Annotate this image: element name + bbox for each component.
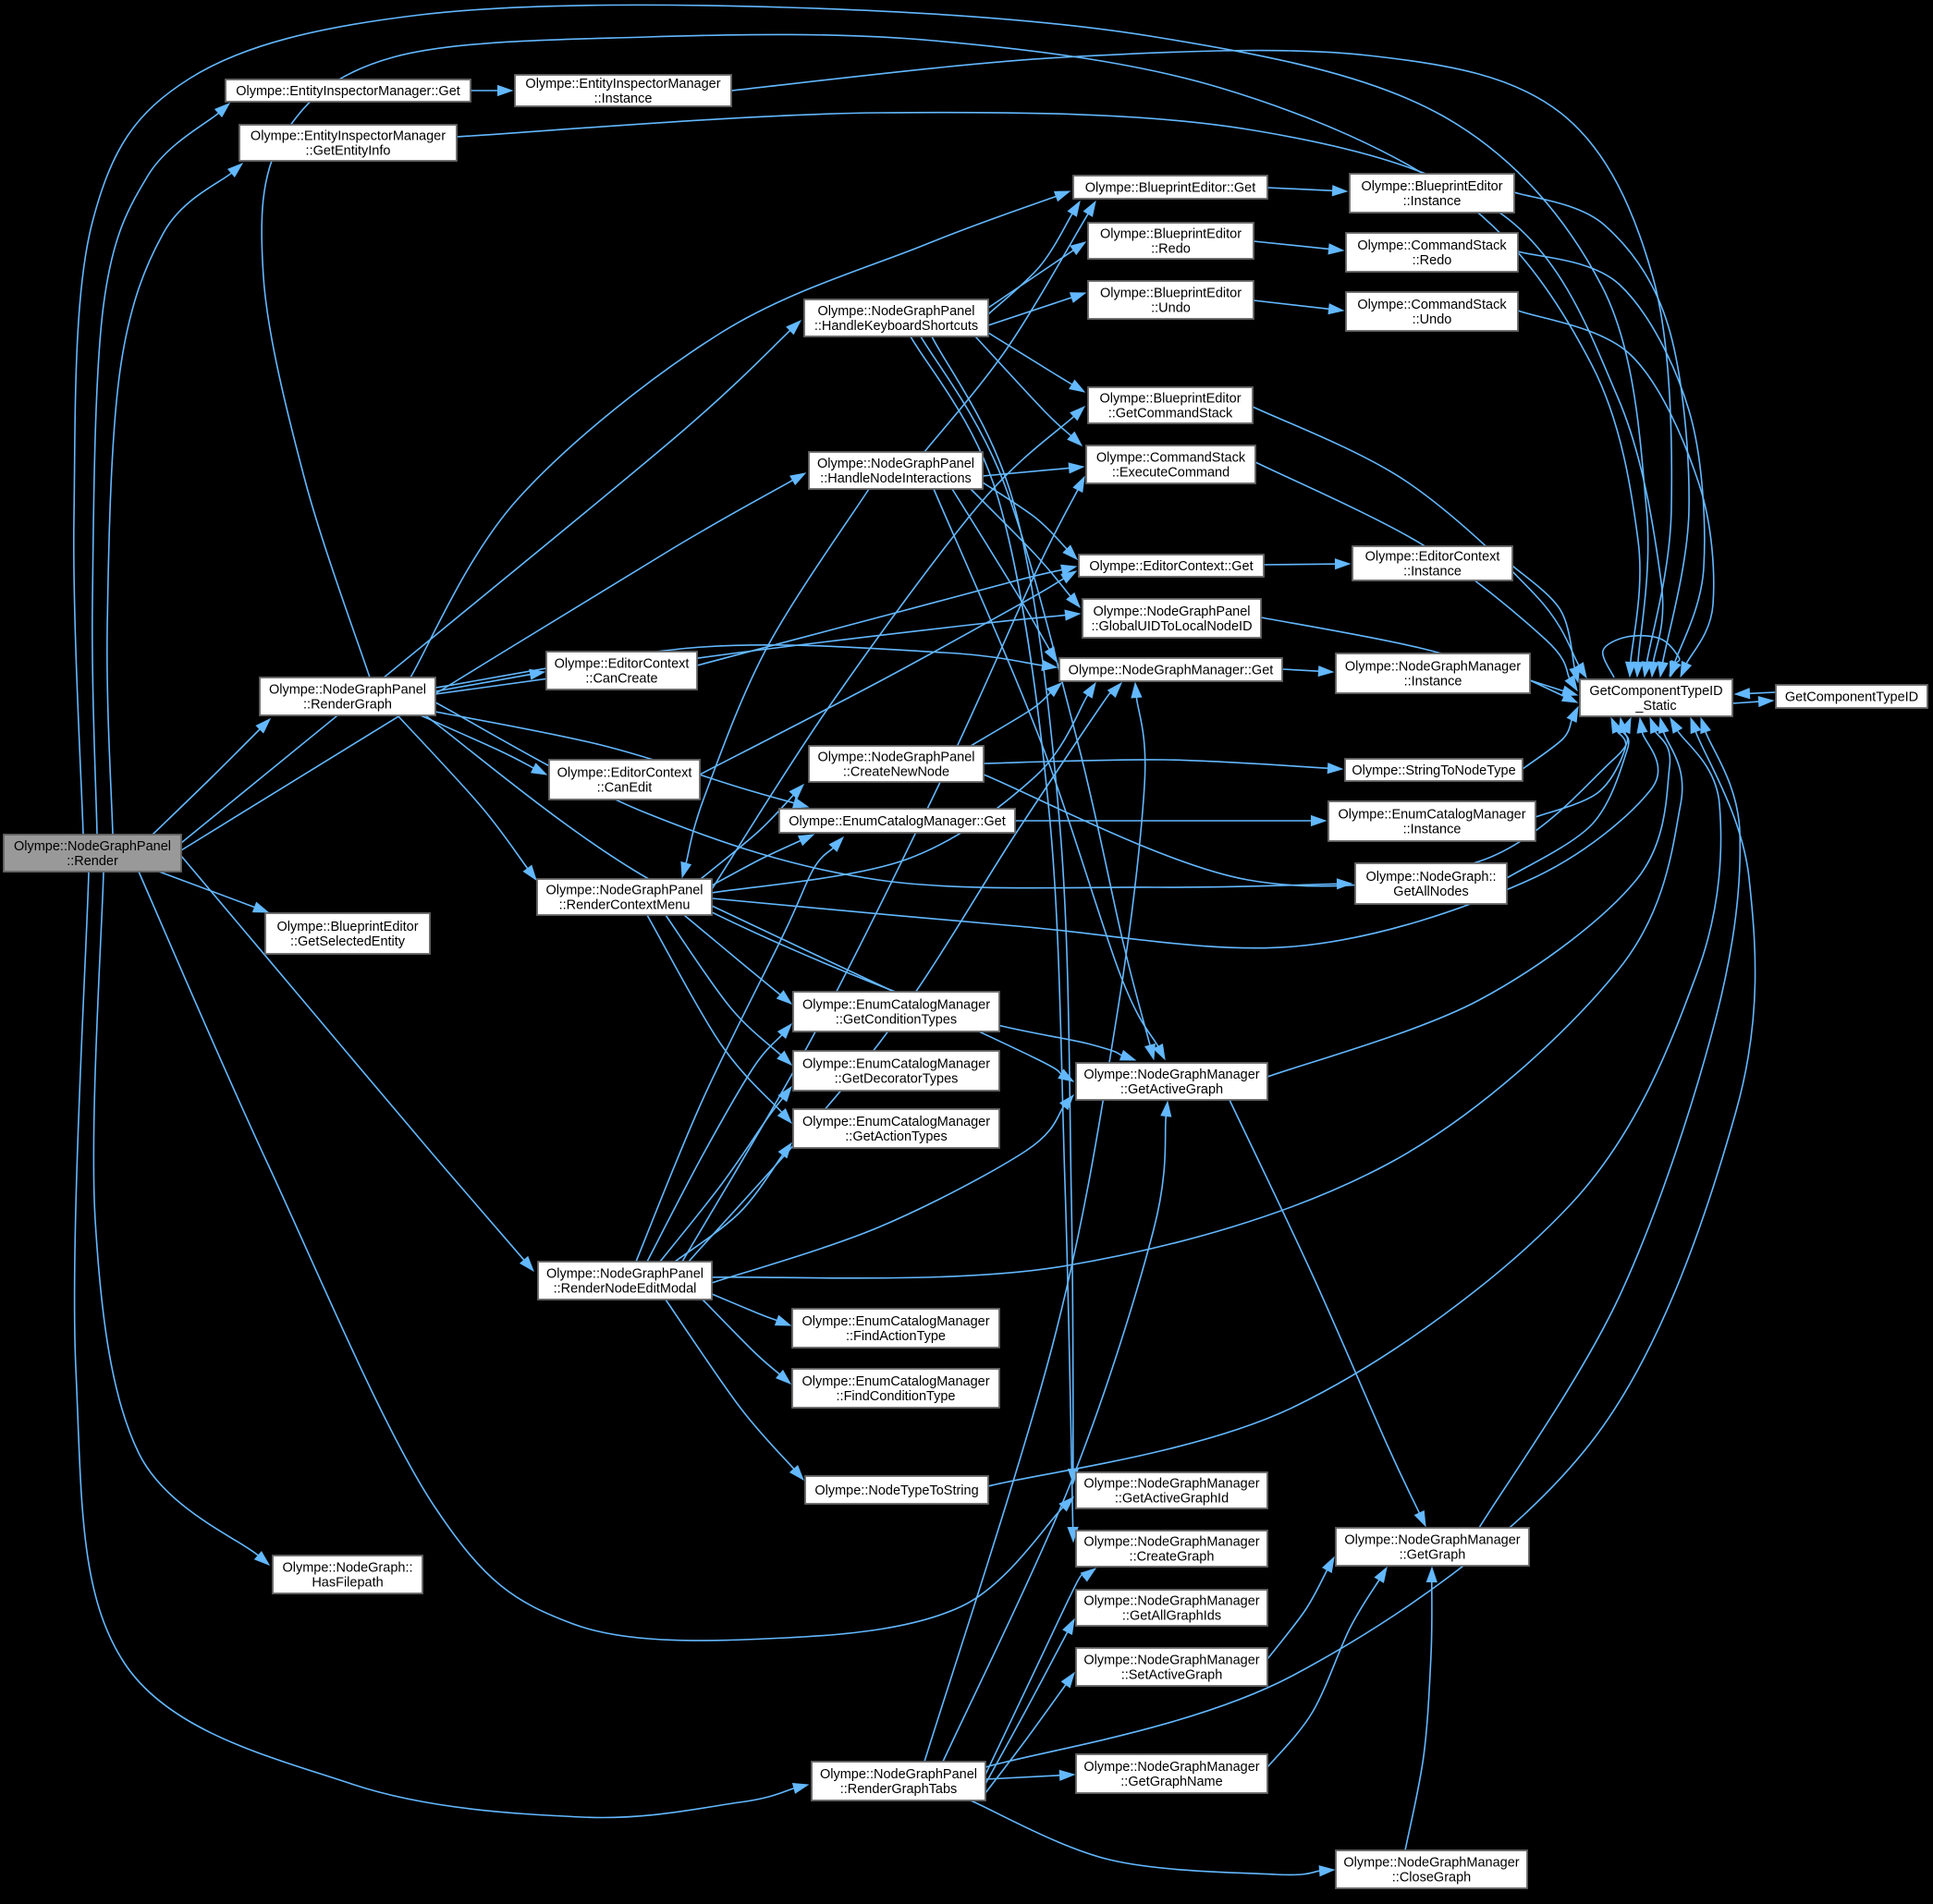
svg-text:GetComponentTypeID: GetComponentTypeID [1785,690,1918,705]
svg-text:::CloseGraph: ::CloseGraph [1392,1871,1471,1886]
svg-text:::FindConditionType: ::FindConditionType [837,1389,956,1404]
svg-text:Olympe::EnumCatalogManager: Olympe::EnumCatalogManager [802,1115,990,1129]
svg-text:::GetActiveGraph: ::GetActiveGraph [1120,1082,1223,1097]
svg-text:::Redo: ::Redo [1151,242,1191,257]
svg-text:::CanCreate: ::CanCreate [585,672,657,687]
svg-text:::GetActionTypes: ::GetActionTypes [845,1129,947,1144]
svg-text:::Instance: ::Instance [1403,565,1462,580]
svg-text:::Instance: ::Instance [594,92,653,106]
svg-text:::GetAllGraphIds: ::GetAllGraphIds [1122,1609,1221,1624]
svg-text:Olympe::BlueprintEditor: Olympe::BlueprintEditor [276,920,418,934]
svg-text:Olympe::EnumCatalogManager: Olympe::EnumCatalogManager [802,1057,990,1072]
svg-text:_Static: _Static [1634,699,1676,714]
svg-text:::HandleKeyboardShortcuts: ::HandleKeyboardShortcuts [814,319,978,334]
svg-text:::Instance: ::Instance [1403,194,1462,209]
svg-text:Olympe::EntityInspectorManager: Olympe::EntityInspectorManager [251,129,446,144]
svg-text:Olympe::NodeGraph::: Olympe::NodeGraph:: [282,1561,412,1576]
svg-text:::GetGraphName: ::GetGraphName [1120,1775,1222,1789]
svg-text:::RenderGraphTabs: ::RenderGraphTabs [840,1782,958,1797]
svg-text:Olympe::NodeTypeToString: Olympe::NodeTypeToString [814,1483,978,1498]
svg-text:::GlobalUIDToLocalNodeID: ::GlobalUIDToLocalNodeID [1091,619,1252,634]
svg-text:::Undo: ::Undo [1413,312,1452,327]
svg-text:::FindActionType: ::FindActionType [846,1329,946,1344]
svg-text:Olympe::NodeGraphPanel: Olympe::NodeGraphPanel [817,751,974,765]
svg-text:::GetCommandStack: ::GetCommandStack [1108,407,1233,421]
svg-text:::CanEdit: ::CanEdit [597,781,653,796]
svg-text:Olympe::CommandStack: Olympe::CommandStack [1096,451,1246,466]
svg-text:Olympe::EnumCatalogManager: Olympe::EnumCatalogManager [801,1314,989,1329]
svg-text:Olympe::BlueprintEditor: Olympe::BlueprintEditor [1099,392,1241,407]
svg-text:Olympe::BlueprintEditor: Olympe::BlueprintEditor [1100,287,1242,301]
svg-text:::RenderContextMenu: ::RenderContextMenu [559,898,691,913]
svg-text:::GetActiveGraphId: ::GetActiveGraphId [1115,1492,1229,1507]
svg-text:Olympe::EditorContext::Get: Olympe::EditorContext::Get [1089,559,1253,574]
svg-text:Olympe::NodeGraphManager: Olympe::NodeGraphManager [1083,1535,1259,1550]
svg-text:Olympe::NodeGraphPanel: Olympe::NodeGraphPanel [817,457,974,471]
svg-text:Olympe::EditorContext: Olympe::EditorContext [1365,550,1500,565]
svg-text:Olympe::NodeGraphManager: Olympe::NodeGraphManager [1083,1068,1259,1082]
svg-text:Olympe::NodeGraphManager: Olympe::NodeGraphManager [1083,1654,1259,1668]
svg-text:::GetDecoratorTypes: ::GetDecoratorTypes [835,1072,959,1087]
svg-text:::GetSelectedEntity: ::GetSelectedEntity [290,934,406,949]
svg-text:Olympe::NodeGraphManager::Get: Olympe::NodeGraphManager::Get [1069,664,1274,678]
svg-text:Olympe::EnumCatalogManager: Olympe::EnumCatalogManager [802,998,990,1013]
svg-text:::Instance: ::Instance [1404,675,1462,690]
svg-text:Olympe::StringToNodeType: Olympe::StringToNodeType [1352,763,1515,778]
svg-text:Olympe::NodeGraphManager: Olympe::NodeGraphManager [1083,1594,1259,1609]
svg-text:Olympe::BlueprintEditor: Olympe::BlueprintEditor [1100,227,1242,242]
svg-text:::HandleNodeInteractions: ::HandleNodeInteractions [820,471,972,486]
svg-text:Olympe::NodeGraphPanel: Olympe::NodeGraphPanel [14,839,171,854]
svg-text:Olympe::EntityInspectorManager: Olympe::EntityInspectorManager [525,77,720,92]
svg-text:Olympe::BlueprintEditor::Get: Olympe::BlueprintEditor::Get [1085,181,1256,196]
svg-text:Olympe::EnumCatalogManager::Ge: Olympe::EnumCatalogManager::Get [789,814,1006,829]
svg-text:Olympe::NodeGraphPanel: Olympe::NodeGraphPanel [546,1267,703,1282]
svg-text:Olympe::EditorContext: Olympe::EditorContext [555,657,690,672]
svg-text:Olympe::NodeGraphManager: Olympe::NodeGraphManager [1344,1533,1520,1548]
svg-text:Olympe::NodeGraphPanel: Olympe::NodeGraphPanel [817,304,974,319]
svg-text:::Instance: ::Instance [1403,823,1462,837]
svg-text:Olympe::EditorContext: Olympe::EditorContext [557,766,692,781]
svg-text:::CreateNewNode: ::CreateNewNode [843,765,949,780]
svg-text:GetComponentTypeID: GetComponentTypeID [1589,684,1722,699]
svg-text:::GetGraph: ::GetGraph [1400,1548,1466,1563]
svg-text:Olympe::NodeGraphManager: Olympe::NodeGraphManager [1083,1477,1259,1492]
svg-text:::RenderNodeEditModal: ::RenderNodeEditModal [554,1282,697,1297]
svg-text:GetAllNodes: GetAllNodes [1393,885,1468,899]
svg-text:::SetActiveGraph: ::SetActiveGraph [1121,1668,1223,1683]
svg-text:::RenderGraph: ::RenderGraph [303,698,392,713]
svg-text:HasFilepath: HasFilepath [312,1576,383,1591]
svg-text:Olympe::BlueprintEditor: Olympe::BlueprintEditor [1361,179,1502,194]
svg-text:::GetConditionTypes: ::GetConditionTypes [836,1013,957,1028]
svg-text:Olympe::EnumCatalogManager: Olympe::EnumCatalogManager [801,1374,989,1389]
svg-text:Olympe::NodeGraphManager: Olympe::NodeGraphManager [1345,660,1521,675]
svg-text:Olympe::NodeGraphPanel: Olympe::NodeGraphPanel [545,884,703,898]
svg-text:Olympe::NodeGraph::: Olympe::NodeGraph:: [1365,870,1496,885]
svg-text:Olympe::NodeGraphPanel: Olympe::NodeGraphPanel [1093,604,1250,619]
svg-text:::ExecuteCommand: ::ExecuteCommand [1112,466,1230,481]
svg-text:::CreateGraph: ::CreateGraph [1130,1550,1215,1565]
svg-text:Olympe::NodeGraphPanel: Olympe::NodeGraphPanel [269,683,426,698]
svg-text:Olympe::NodeGraphManager: Olympe::NodeGraphManager [1083,1760,1259,1775]
svg-text:Olympe::EntityInspectorManager: Olympe::EntityInspectorManager::Get [236,84,460,99]
svg-text:Olympe::EnumCatalogManager: Olympe::EnumCatalogManager [1338,808,1525,823]
svg-text:::Undo: ::Undo [1151,301,1191,316]
svg-text:::Render: ::Render [67,854,118,869]
svg-text:::Redo: ::Redo [1413,253,1452,268]
svg-text:Olympe::CommandStack: Olympe::CommandStack [1357,238,1507,253]
svg-text:::GetEntityInfo: ::GetEntityInfo [306,144,391,159]
svg-text:Olympe::NodeGraphPanel: Olympe::NodeGraphPanel [820,1767,977,1782]
svg-text:Olympe::NodeGraphManager: Olympe::NodeGraphManager [1343,1856,1519,1871]
svg-text:Olympe::CommandStack: Olympe::CommandStack [1357,298,1507,312]
